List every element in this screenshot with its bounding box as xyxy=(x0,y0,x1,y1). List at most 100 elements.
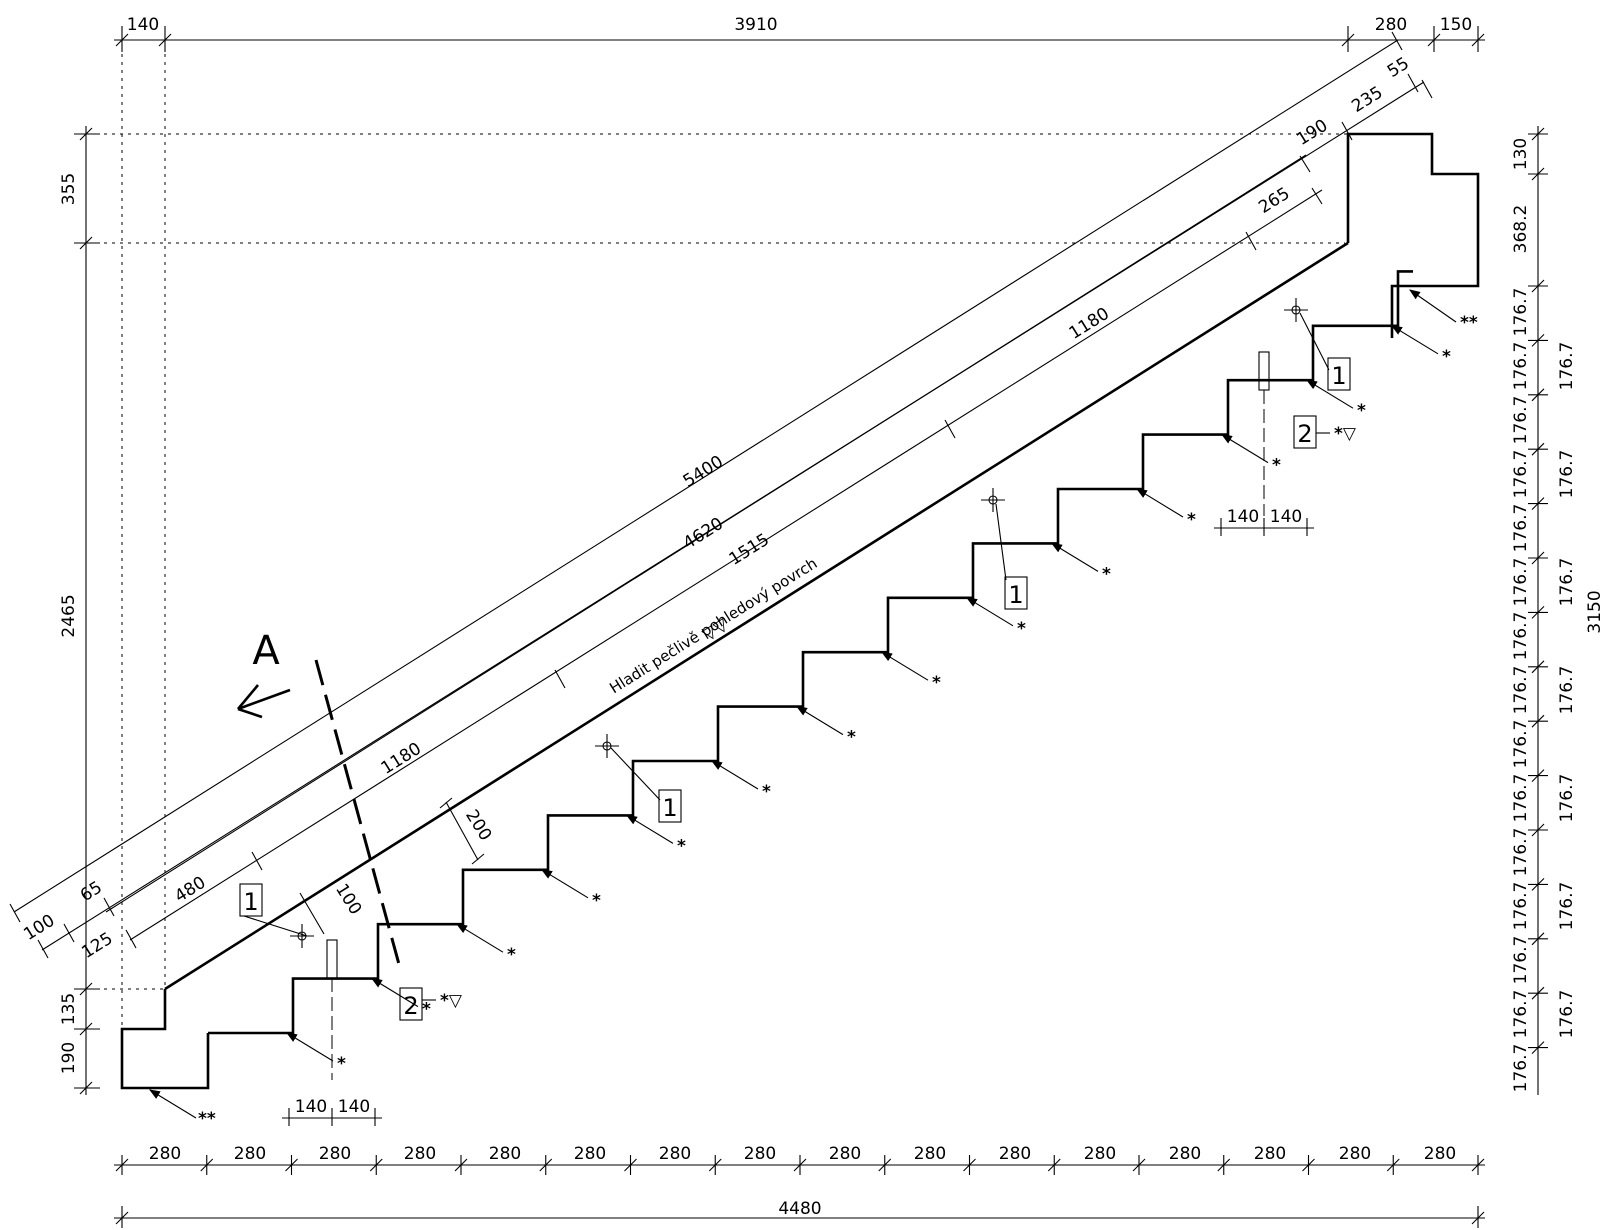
dim-total-4480: 4480 xyxy=(778,1199,821,1219)
bottom-tick-slash xyxy=(115,1158,129,1172)
anchor-right-a: 140 xyxy=(1227,507,1259,527)
sloped-65: 65 xyxy=(77,878,106,906)
right-tick-slash xyxy=(1531,279,1545,293)
double-star-bottom: ** xyxy=(198,1109,216,1129)
bottom-tick-slash xyxy=(539,1158,553,1172)
right-tick-slash xyxy=(1531,1041,1545,1054)
step-dim-8: 280 xyxy=(744,1144,776,1164)
right-tick-slash xyxy=(1531,442,1545,456)
sloped-125: 125 xyxy=(78,929,116,963)
step-dim-2: 280 xyxy=(234,1144,266,1164)
bottom-tick-slash xyxy=(369,1158,383,1172)
tag-2-b: 2 xyxy=(1297,420,1312,448)
sloped-55: 55 xyxy=(1384,54,1413,82)
leader-arrow xyxy=(456,923,504,953)
tag-markers: 1 1 1 1 2 2 *▽ *▽ xyxy=(239,357,1357,1021)
bottom-tick-slash xyxy=(1047,1158,1061,1172)
step-dim-10: 280 xyxy=(914,1144,946,1164)
sloped-235: 235 xyxy=(1348,83,1386,117)
leader-star: * xyxy=(1272,456,1281,476)
bottom-step-labels: 280 280 280 280 280 280 280 280 280 280 … xyxy=(149,1144,1456,1164)
double-star-marks: ** ** xyxy=(149,289,1478,1129)
bottom-tick-slash xyxy=(793,1158,807,1172)
dim-left-135: 135 xyxy=(59,993,79,1025)
right-tick-slash xyxy=(1531,714,1545,728)
bottom-tick-slash xyxy=(1302,1158,1315,1172)
right-tick-slash xyxy=(1531,823,1545,837)
right-tick-slash xyxy=(1531,127,1545,141)
right-inner-2: 176.7 xyxy=(1557,450,1577,499)
right-dim-r4: 176.7 xyxy=(1511,450,1531,499)
sloped-5400: 5400 xyxy=(680,452,727,492)
bottom-tick-slash xyxy=(1217,1158,1231,1172)
sloped-190: 190 xyxy=(1293,116,1331,150)
leader-star: * xyxy=(337,1054,346,1074)
double-star-top: ** xyxy=(1460,313,1478,333)
step-dim-11: 280 xyxy=(999,1144,1031,1164)
section-cut-a: A xyxy=(237,628,402,969)
right-tick-slash xyxy=(1531,167,1545,181)
sloped-265: 265 xyxy=(1255,184,1293,218)
right-tick-slash xyxy=(1531,334,1545,347)
right-inner-1: 176.7 xyxy=(1557,342,1577,391)
bottom-tick-slash xyxy=(624,1158,637,1172)
right-outer-ticks xyxy=(1528,127,1548,1054)
right-dim-r3: 176.7 xyxy=(1511,396,1531,445)
right-dim-368: 368.2 xyxy=(1511,205,1531,254)
leader-arrow xyxy=(966,597,1014,627)
leader-arrow xyxy=(541,869,589,899)
right-dim-r6: 176.7 xyxy=(1511,558,1531,607)
sloped-100a: 100 xyxy=(20,911,58,945)
leader-arrow xyxy=(796,706,844,736)
bottom-tick-slash xyxy=(1386,1158,1400,1172)
right-dim-r10: 176.7 xyxy=(1511,774,1531,823)
dim-top-3910: 3910 xyxy=(734,15,777,35)
dim-top-280: 280 xyxy=(1375,15,1407,35)
leader-arrow xyxy=(881,651,929,681)
step-dim-16: 280 xyxy=(1424,1144,1456,1164)
sloped-1180-upper: 1180 xyxy=(1066,304,1113,344)
leader-star: * xyxy=(1102,564,1111,584)
right-dim-r7: 176.7 xyxy=(1511,612,1531,661)
step-leaders: ************** xyxy=(286,325,1451,1074)
anchor-dimensions: 140 140 140 140 xyxy=(282,507,1314,1126)
leader-arrow xyxy=(286,1032,334,1062)
right-total-3150: 3150 xyxy=(1585,590,1605,633)
sloped-dimensions: 5400 4620 1515 1180 1180 480 265 190 235… xyxy=(9,31,1433,963)
leader-star: * xyxy=(507,945,516,965)
right-inner-3: 176.7 xyxy=(1557,558,1577,607)
right-dim-r9: 176.7 xyxy=(1511,720,1531,769)
right-dim-r8: 176.7 xyxy=(1511,666,1531,715)
right-dim-r13: 176.7 xyxy=(1511,936,1531,985)
right-inner-7: 176.7 xyxy=(1557,990,1577,1039)
right-dim-r15: 176.7 xyxy=(1511,1044,1531,1093)
stair-outline xyxy=(164,132,1480,1035)
left-dimensions: 355 2465 135 190 xyxy=(59,126,100,1095)
dim-left-190: 190 xyxy=(59,1042,79,1074)
right-tick-slash xyxy=(1531,769,1545,782)
sloped-1180-lower: 1180 xyxy=(378,739,425,779)
right-tick-slash xyxy=(1531,878,1545,891)
bottom-landing xyxy=(120,989,210,1090)
right-inner-5: 176.7 xyxy=(1557,774,1577,823)
step-dim-3: 280 xyxy=(319,1144,351,1164)
leader-star: * xyxy=(847,728,856,748)
anchor-points xyxy=(243,298,1330,1080)
leader-star: * xyxy=(677,836,686,856)
leader-arrow xyxy=(1136,488,1184,518)
bottom-tick-slash xyxy=(708,1158,722,1172)
step-dim-13: 280 xyxy=(1169,1144,1201,1164)
leader-star: * xyxy=(762,782,771,802)
leader-arrow xyxy=(626,814,674,844)
sloped-1515: 1515 xyxy=(726,530,773,570)
step-dim-7: 280 xyxy=(659,1144,691,1164)
top-dimensions: 140 3910 280 150 xyxy=(114,15,1485,52)
dim-left-2465: 2465 xyxy=(59,594,79,637)
anchor-right-b: 140 xyxy=(1270,507,1302,527)
step-dim-14: 280 xyxy=(1254,1144,1286,1164)
right-dim-r5: 176.7 xyxy=(1511,504,1531,553)
right-dim-r14: 176.7 xyxy=(1511,990,1531,1039)
right-dim-r1: 176.7 xyxy=(1511,288,1531,337)
leader-star: * xyxy=(592,891,601,911)
